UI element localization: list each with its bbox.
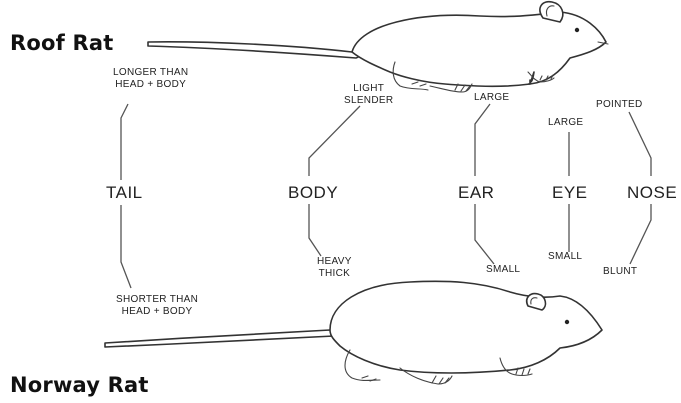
norway-nose-trait: BLUNT bbox=[603, 266, 637, 278]
eye-feature-label: EYE bbox=[552, 183, 588, 203]
roof-body-trait-line1: LIGHT bbox=[344, 83, 393, 95]
roof-tail-trait-line1: LONGER THAN bbox=[113, 67, 188, 79]
tail-feature-label: TAIL bbox=[106, 183, 143, 203]
roof-rat-label: Roof Rat bbox=[10, 31, 113, 55]
norway-body-trait-line2: THICK bbox=[317, 268, 352, 280]
roof-body-trait: LIGHT SLENDER bbox=[344, 83, 393, 107]
body-connector-line bbox=[309, 106, 360, 256]
ear-feature-label: EAR bbox=[458, 183, 494, 203]
norway-body-trait: HEAVY THICK bbox=[317, 256, 352, 280]
norway-eye-trait: SMALL bbox=[548, 251, 582, 263]
nose-feature-label: NOSE bbox=[627, 183, 677, 203]
roof-body-trait-line2: SLENDER bbox=[344, 95, 393, 107]
roof-rat-illustration bbox=[148, 2, 608, 92]
norway-body-trait-line1: HEAVY bbox=[317, 256, 352, 268]
norway-tail-trait: SHORTER THAN HEAD + BODY bbox=[116, 294, 198, 318]
roof-ear-trait: LARGE bbox=[474, 92, 509, 104]
norway-rat-label: Norway Rat bbox=[10, 373, 149, 397]
roof-nose-trait: POINTED bbox=[596, 99, 643, 111]
norway-tail-trait-line2: HEAD + BODY bbox=[116, 306, 198, 318]
roof-eye-trait: LARGE bbox=[548, 117, 583, 129]
roof-tail-trait-line2: HEAD + BODY bbox=[113, 79, 188, 91]
roof-tail-trait: LONGER THAN HEAD + BODY bbox=[113, 67, 188, 91]
body-feature-label: BODY bbox=[288, 183, 338, 203]
norway-ear-trait: SMALL bbox=[486, 264, 520, 276]
norway-tail-trait-line1: SHORTER THAN bbox=[116, 294, 198, 306]
